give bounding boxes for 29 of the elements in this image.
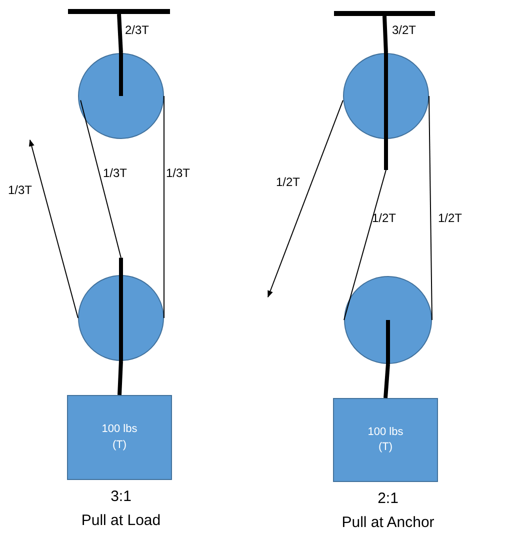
caption-text: 3:1	[110, 488, 132, 505]
weight-block	[67, 395, 172, 480]
support-rod	[384, 364, 390, 398]
weight-text: (T)	[378, 440, 393, 455]
weight-block	[333, 398, 438, 482]
weight-text: 100 lbs	[102, 422, 138, 438]
support-rod	[117, 14, 123, 54]
caption-text: 2:1	[376, 490, 400, 507]
tension-label: 1/3T	[166, 166, 190, 180]
rope-arrow	[268, 100, 344, 298]
tension-label: 1/2T	[438, 211, 462, 225]
weight-text: (T)	[112, 438, 127, 452]
caption-text: Pull at Load	[80, 512, 162, 529]
caption-text: Pull at Anchor	[340, 514, 436, 531]
support-rod	[382, 16, 388, 54]
tension-label: 1/3T	[103, 166, 128, 180]
tension-label: 1/2T	[372, 211, 396, 225]
rope-line	[344, 169, 386, 320]
tension-label: 3/2T	[392, 23, 416, 37]
support-rod	[118, 360, 123, 396]
tension-label: 2/3T	[125, 23, 150, 37]
ceiling-bar	[68, 9, 170, 14]
ceiling-bar	[334, 11, 435, 16]
rope-line	[80, 100, 122, 258]
weight-text: 100 lbs	[368, 424, 404, 440]
rope-line	[428, 96, 432, 320]
rope-arrow	[28, 139, 78, 318]
tension-label: 1/2T	[276, 175, 300, 189]
tension-label: 1/3T	[8, 183, 32, 197]
